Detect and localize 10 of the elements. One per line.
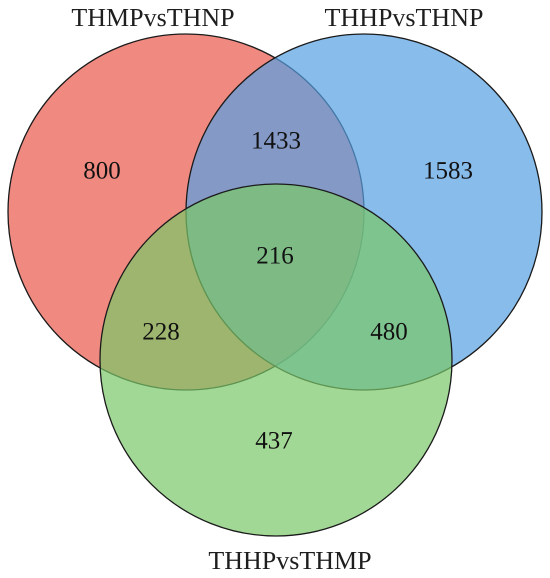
count-label: 228 xyxy=(142,320,180,344)
count-label: 216 xyxy=(256,244,294,268)
count-label: 1583 xyxy=(423,158,473,184)
set-label: THHPvsTHNP xyxy=(324,5,484,31)
set-label: THMPvsTHNP xyxy=(71,5,235,31)
count-label: 480 xyxy=(370,320,408,344)
set-label: THHPvsTHMP xyxy=(208,548,372,574)
count-label: 1433 xyxy=(251,128,301,154)
count-label: 800 xyxy=(83,158,121,184)
count-label: 437 xyxy=(255,428,293,454)
